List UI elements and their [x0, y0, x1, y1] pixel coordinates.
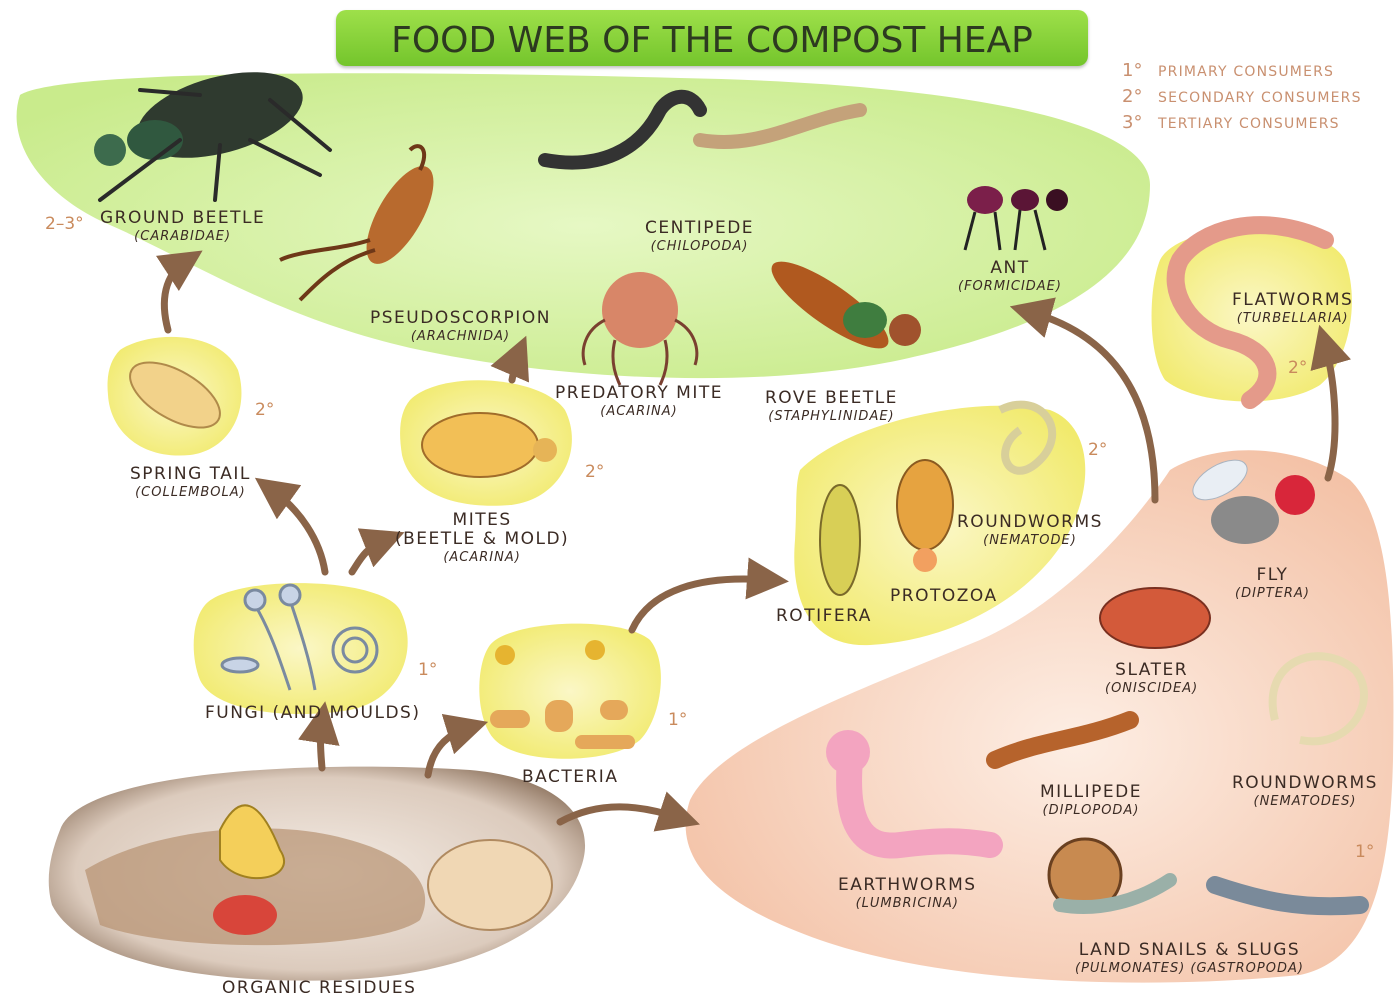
node-latin: (NEMATODES)	[1232, 793, 1378, 810]
node-latin-2: (GASTROPODA)	[1190, 961, 1304, 976]
node-name: FLATWORMS	[1232, 290, 1353, 310]
arrow-residue-to-fungi	[321, 722, 323, 768]
node-latin: (ONISCIDEA)	[1105, 680, 1198, 697]
node-latin: (LUMBRICINA)	[838, 895, 977, 912]
label-bacteria: BACTERIA	[522, 767, 618, 787]
label-predatory-mite: PREDATORY MITE (ACARINA)	[555, 383, 723, 420]
node-latin: (ACARINA)	[395, 549, 569, 566]
node-name: GROUND BEETLE	[100, 208, 265, 228]
node-latin: (STAPHYLINIDAE)	[765, 408, 898, 425]
arrow-residue-to-bacteria	[428, 728, 468, 775]
page-title: FOOD WEB OF THE COMPOST HEAP	[336, 20, 1088, 61]
label-flatworms: FLATWORMS (TURBELLARIA)	[1232, 290, 1353, 327]
legend-text: PRIMARY CONSUMERS	[1158, 64, 1334, 80]
label-organic-residues: ORGANIC RESIDUES	[222, 978, 416, 998]
label-slater: SLATER (ONISCIDEA)	[1105, 660, 1198, 697]
label-roundworms-nematodes: ROUNDWORMS (NEMATODES)	[1232, 773, 1378, 810]
label-fly: FLY (DIPTERA)	[1235, 565, 1310, 602]
node-latin: (CARABIDAE)	[100, 228, 265, 245]
node-name: ROUNDWORMS	[957, 512, 1103, 532]
label-centipede: CENTIPEDE (CHILOPODA)	[645, 218, 754, 255]
label-roundworms-nematode: ROUNDWORMS (NEMATODE)	[957, 512, 1103, 549]
node-latin: (TURBELLARIA)	[1232, 310, 1353, 327]
node-latin-1: (PULMONATES)	[1075, 961, 1185, 976]
label-ground-beetle: GROUND BEETLE (CARABIDAE)	[100, 208, 265, 245]
legend: 1° PRIMARY CONSUMERS 2° SECONDARY CONSUM…	[1122, 60, 1392, 138]
node-latin: (ARACHNIDA)	[370, 328, 551, 345]
level-fungi: 1°	[418, 660, 437, 680]
node-name: ROVE BEETLE	[765, 388, 898, 408]
node-latin: (PULMONATES) (GASTROPODA)	[1075, 960, 1304, 977]
label-rotifera: ROTIFERA	[776, 606, 872, 626]
legend-item-tertiary: 3° TERTIARY CONSUMERS	[1122, 112, 1392, 138]
node-name: SLATER	[1115, 660, 1188, 680]
node-name: EARTHWORMS	[838, 875, 977, 895]
label-rove-beetle: ROVE BEETLE (STAPHYLINIDAE)	[765, 388, 898, 425]
node-name: FLY	[1257, 565, 1289, 585]
label-spring-tail: SPRING TAIL (COLLEMBOLA)	[130, 464, 251, 501]
legend-symbol: 2°	[1122, 86, 1158, 107]
node-name-2: (BEETLE & MOLD)	[395, 530, 569, 549]
slater-icon	[1100, 588, 1210, 648]
legend-text: TERTIARY CONSUMERS	[1158, 116, 1340, 132]
node-latin: (NEMATODE)	[957, 532, 1103, 549]
legend-item-secondary: 2° SECONDARY CONSUMERS	[1122, 86, 1392, 112]
node-latin: (DIPTERA)	[1235, 585, 1310, 602]
label-earthworms: EARTHWORMS (LUMBRICINA)	[838, 875, 977, 912]
node-name: MILLIPEDE	[1040, 782, 1142, 802]
label-pseudoscorpion: PSEUDOSCORPION (ARACHNIDA)	[370, 308, 551, 345]
legend-symbol: 3°	[1122, 112, 1158, 133]
node-name: CENTIPEDE	[645, 218, 754, 238]
node-latin: (DIPLOPODA)	[1040, 802, 1142, 819]
arrow-springtail-to-beetle	[164, 262, 185, 330]
node-name: PREDATORY MITE	[555, 383, 723, 403]
node-latin: (CHILOPODA)	[645, 238, 754, 255]
legend-item-primary: 1° PRIMARY CONSUMERS	[1122, 60, 1392, 86]
node-latin: (COLLEMBOLA)	[130, 484, 251, 501]
node-name: ANT	[990, 258, 1029, 278]
title-banner: FOOD WEB OF THE COMPOST HEAP	[336, 10, 1088, 66]
label-millipede: MILLIPEDE (DIPLOPODA)	[1040, 782, 1142, 819]
node-name: LAND SNAILS & SLUGS	[1079, 940, 1301, 960]
label-mites: MITES (BEETLE & MOLD) (ACARINA)	[395, 510, 569, 566]
label-fungi: FUNGI (AND MOULDS)	[205, 703, 420, 723]
level-bacteria: 1°	[668, 710, 687, 730]
arrow-fungi-to-mites	[352, 540, 385, 572]
level-roundworms-nematode: 2°	[1088, 440, 1107, 460]
level-ground-beetle: 2–3°	[45, 214, 84, 234]
arrow-bacteria-to-protozoa	[632, 579, 768, 630]
node-name: ROUNDWORMS	[1232, 773, 1378, 793]
level-flatworms: 2°	[1288, 358, 1307, 378]
arrow-fungi-to-springtail	[272, 490, 325, 572]
level-spring-tail: 2°	[255, 400, 274, 420]
level-snails-slugs: 1°	[1355, 842, 1374, 862]
node-name: MITES	[453, 510, 512, 530]
node-name: PSEUDOSCORPION	[370, 308, 551, 328]
node-latin: (FORMICIDAE)	[958, 278, 1062, 295]
legend-text: SECONDARY CONSUMERS	[1158, 90, 1362, 106]
node-latin: (ACARINA)	[555, 403, 723, 420]
node-name: SPRING TAIL	[130, 464, 251, 484]
level-mites: 2°	[585, 462, 604, 482]
label-protozoa: PROTOZOA	[890, 586, 998, 606]
label-ant: ANT (FORMICIDAE)	[958, 258, 1062, 295]
legend-symbol: 1°	[1122, 60, 1158, 81]
rotifera-icon	[820, 485, 860, 595]
label-snails-slugs: LAND SNAILS & SLUGS (PULMONATES) (GASTRO…	[1075, 940, 1304, 977]
